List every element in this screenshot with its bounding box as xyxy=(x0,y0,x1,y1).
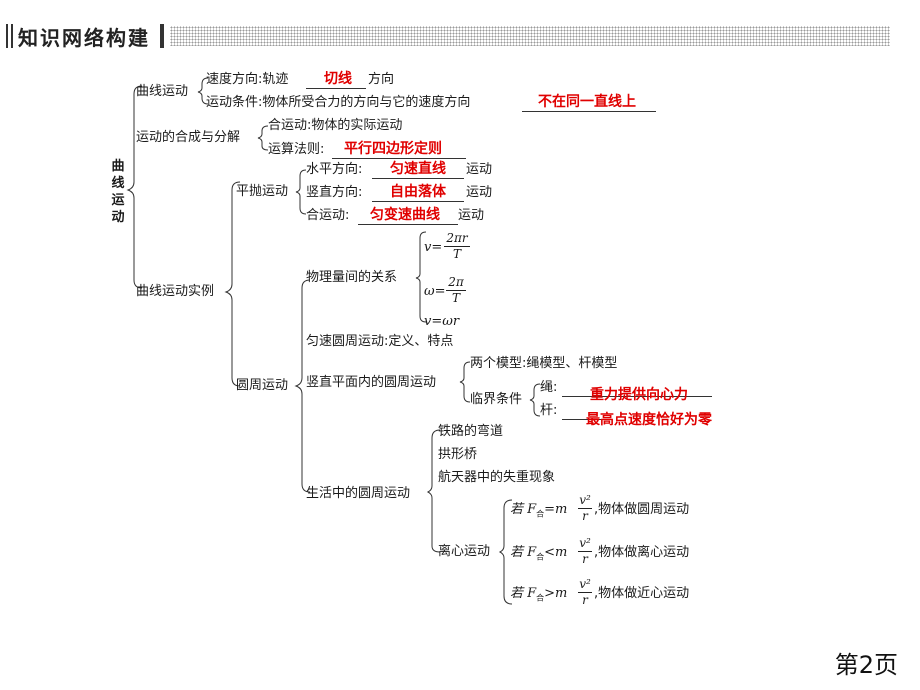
fraction-numerator: v² xyxy=(579,536,591,550)
fraction-numerator: v² xyxy=(579,493,591,507)
blank-underline xyxy=(372,201,464,202)
case2-fraction: v² r xyxy=(578,537,592,566)
section-header: 知识网络构建 xyxy=(6,24,890,50)
fraction-denominator: r xyxy=(582,552,588,566)
combined-motion-text: 合运动:物体的实际运动 xyxy=(268,118,403,133)
blank-underline xyxy=(306,88,366,89)
two-models-text: 两个模型:绳模型、杆模型 xyxy=(470,356,618,371)
dotted-band-decoration xyxy=(170,26,890,46)
case1-condition: 若 F合=m xyxy=(510,502,567,523)
formula-v-lhs: v= xyxy=(424,240,443,255)
vertical-prefix: 竖直方向: xyxy=(306,185,363,200)
velocity-direction-prefix: 速度方向:轨迹 xyxy=(206,72,289,87)
blank-underline xyxy=(562,419,602,420)
uniform-circular-text: 匀速圆周运动:定义、特点 xyxy=(306,334,454,349)
case3-sub: 合 xyxy=(536,593,545,603)
answer-free-fall: 自由落体 xyxy=(390,184,446,200)
case1-result: ,物体做圆周运动 xyxy=(594,502,690,517)
horizontal-suffix: 运动 xyxy=(466,162,493,177)
rule-prefix: 运算法则: xyxy=(268,142,325,157)
page-title: 知识网络构建 xyxy=(18,26,150,50)
answer-gravity-centripetal: 重力提供向心力 xyxy=(590,387,688,403)
life-item-weightlessness: 航天器中的失重现象 xyxy=(438,470,556,485)
motion-condition-prefix: 运动条件:物体所受合力的方向与它的速度方向 xyxy=(206,95,471,110)
blank-underline xyxy=(372,178,464,179)
answer-not-collinear: 不在同一直线上 xyxy=(538,94,636,110)
fraction-denominator: T xyxy=(451,291,460,305)
blank-underline xyxy=(358,224,458,225)
title-divider xyxy=(160,24,164,48)
answer-top-speed-zero: 最高点速度恰好为零 xyxy=(586,412,712,428)
combined-suffix: 运动 xyxy=(458,208,485,223)
node-curve-motion: 曲线运动 xyxy=(136,84,189,99)
case1-fraction: v² r xyxy=(578,494,592,523)
case1-op: =m xyxy=(544,502,568,517)
case3-condition: 若 F合>m xyxy=(510,586,567,607)
answer-uniform-linear: 匀速直线 xyxy=(390,161,446,177)
answer-parallelogram: 平行四边形定则 xyxy=(344,141,442,157)
case2-op: <m xyxy=(544,545,568,560)
case3-op: >m xyxy=(544,586,568,601)
case1-pre: 若 F xyxy=(510,502,537,517)
node-life-circular: 生活中的圆周运动 xyxy=(306,486,411,501)
formula-w-fraction: 2π T xyxy=(446,276,466,305)
fraction-denominator: r xyxy=(582,509,588,523)
formula-w-lhs: ω= xyxy=(424,284,446,299)
life-item-arch-bridge: 拱形桥 xyxy=(438,447,478,462)
rod-prefix: 杆: xyxy=(540,403,558,418)
answer-tangent: 切线 xyxy=(324,71,352,87)
answer-uniformly-varied-curve: 匀变速曲线 xyxy=(370,207,440,223)
case2-condition: 若 F合<m xyxy=(510,545,567,566)
fraction-numerator: 2πr xyxy=(446,231,468,245)
critical-conditions-label: 临界条件 xyxy=(470,392,523,407)
fraction-denominator: r xyxy=(582,593,588,607)
formula-v-omega-r: v=ωr xyxy=(424,314,460,329)
blank-underline xyxy=(332,158,466,159)
node-vertical-plane: 竖直平面内的圆周运动 xyxy=(306,375,437,390)
horizontal-prefix: 水平方向: xyxy=(306,162,363,177)
case2-pre: 若 F xyxy=(510,545,537,560)
vertical-suffix: 运动 xyxy=(466,185,493,200)
case3-result: ,物体做近心运动 xyxy=(594,586,690,601)
case2-result: ,物体做离心运动 xyxy=(594,545,690,560)
blank-underline xyxy=(562,396,712,397)
node-composition: 运动的合成与分解 xyxy=(136,130,241,145)
header-bars-decoration xyxy=(6,24,16,48)
blank-underline xyxy=(522,111,656,112)
node-circular: 圆周运动 xyxy=(236,378,289,393)
case2-sub: 合 xyxy=(536,552,545,562)
node-examples: 曲线运动实例 xyxy=(136,284,215,299)
root-label-curvilinear-motion: 曲线运动 xyxy=(111,159,125,225)
node-quantities: 物理量间的关系 xyxy=(306,270,398,285)
formula-v-fraction: 2πr T xyxy=(444,232,470,261)
fraction-numerator: 2π xyxy=(448,275,464,289)
life-item-railway-curve: 铁路的弯道 xyxy=(438,424,504,439)
page-number: 第2页 xyxy=(834,651,898,679)
node-projectile: 平抛运动 xyxy=(236,184,289,199)
node-centrifugal: 离心运动 xyxy=(438,544,491,559)
case1-sub: 合 xyxy=(536,509,545,519)
case3-pre: 若 F xyxy=(510,586,537,601)
rope-prefix: 绳: xyxy=(540,380,558,395)
case3-fraction: v² r xyxy=(578,578,592,607)
fraction-denominator: T xyxy=(452,247,461,261)
velocity-direction-suffix: 方向 xyxy=(368,72,395,87)
combined-prefix: 合运动: xyxy=(306,208,350,223)
fraction-numerator: v² xyxy=(579,577,591,591)
